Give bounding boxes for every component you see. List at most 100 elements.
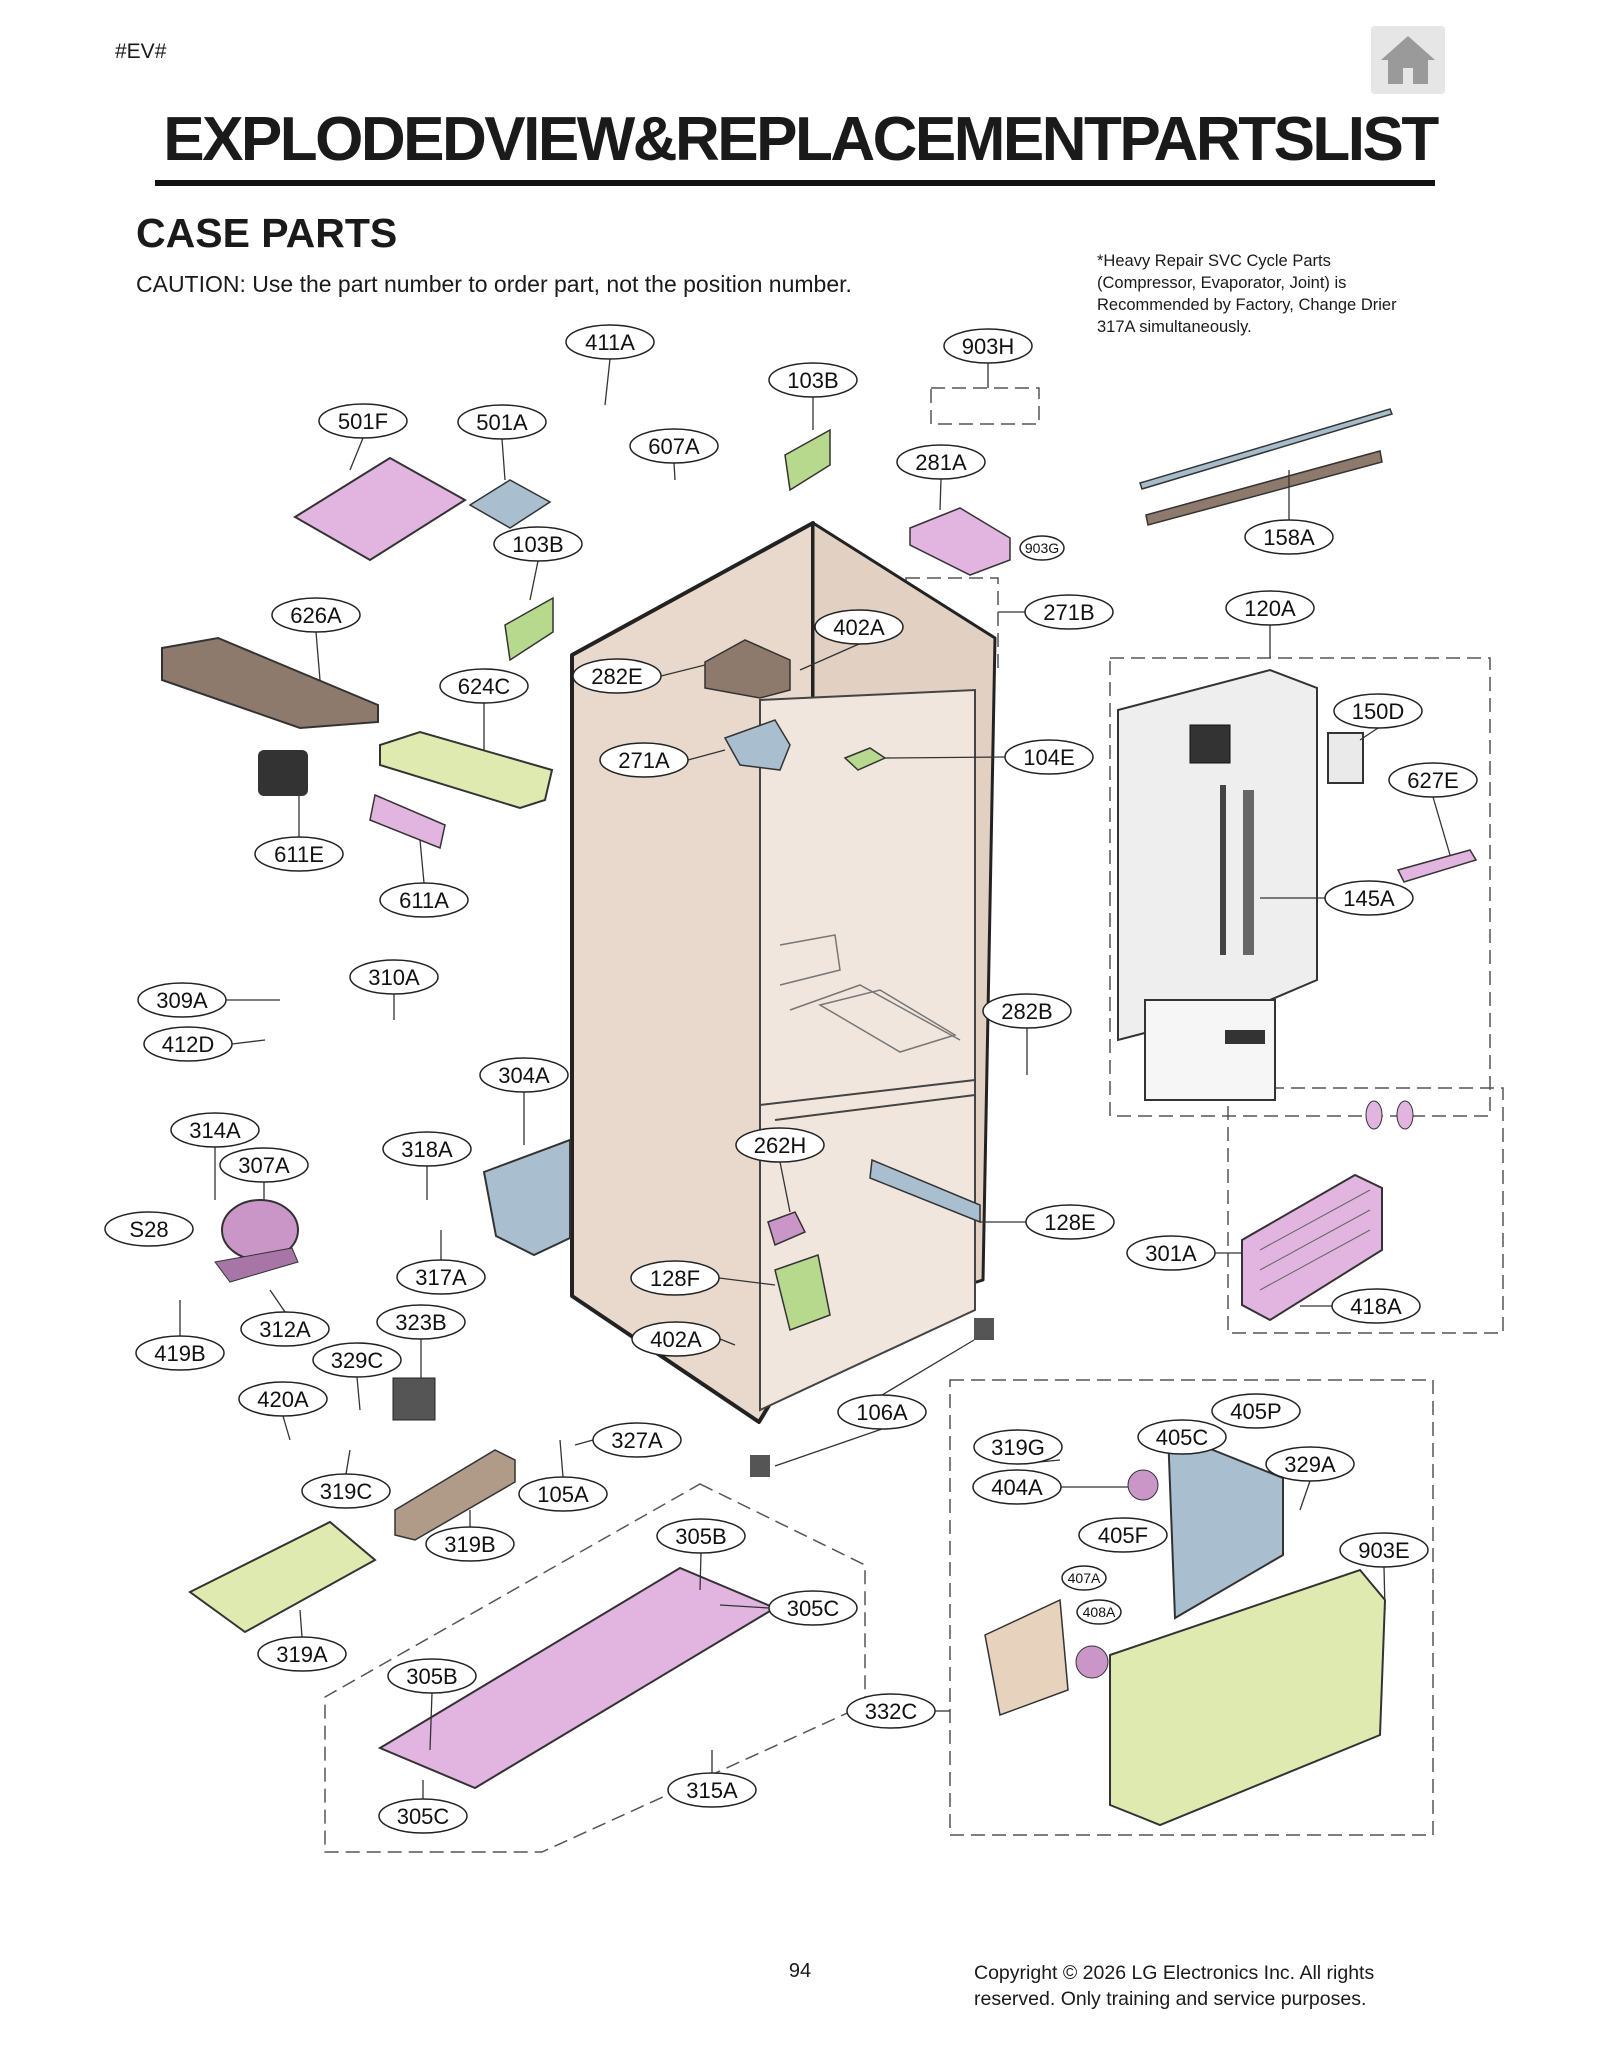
callout-label: 262H	[754, 1133, 807, 1158]
callout-label: 312A	[259, 1317, 311, 1342]
part-callout-607a: 607A	[629, 428, 719, 464]
callout-bubble	[396, 1259, 486, 1295]
title-underline	[155, 180, 1435, 186]
callout-bubble	[143, 1026, 233, 1062]
callout-label: 301A	[1145, 1241, 1197, 1266]
part-callout-307a: 307A	[219, 1147, 309, 1183]
callout-bubble	[630, 1260, 720, 1296]
part-callout-312a: 312A	[240, 1311, 330, 1347]
part-callout-281a: 281A	[896, 444, 986, 480]
callout-label: 626A	[290, 603, 342, 628]
callout-bubble	[1126, 1235, 1216, 1271]
callout-label: 315A	[686, 1778, 738, 1803]
leader-line	[419, 839, 425, 884]
callout-bubble	[896, 444, 986, 480]
callout-label: 145A	[1343, 886, 1395, 911]
callout-label: 271B	[1043, 600, 1094, 625]
leader-line	[660, 664, 706, 677]
part-callout-317a: 317A	[396, 1259, 486, 1295]
part-callout-128f: 128F	[630, 1260, 720, 1296]
callout-bubble	[599, 742, 689, 778]
document-tag: #EV#	[115, 40, 167, 63]
part-callout-611a: 611A	[379, 882, 469, 918]
part-callout-128e: 128E	[1025, 1204, 1115, 1240]
part-callout-305c: 305C	[378, 1798, 468, 1834]
part-128F-drawing	[774, 1254, 831, 1331]
callout-bubble	[1388, 762, 1478, 798]
part-callout-145a: 145A	[1324, 880, 1414, 916]
callout-label: 627E	[1407, 768, 1458, 793]
part-callout-329a: 329A	[1265, 1446, 1355, 1482]
part-callout-407a: 407A	[1061, 1565, 1107, 1591]
part-callout-309a: 309A	[137, 982, 227, 1018]
leader-line	[315, 631, 321, 681]
part-103B-drawing	[504, 428, 831, 662]
callout-bubble	[656, 1518, 746, 1554]
leader-line	[269, 1289, 286, 1313]
callout-bubble	[219, 1147, 309, 1183]
part-callout-319b: 319B	[425, 1526, 515, 1562]
leader-line	[719, 1338, 736, 1346]
part-callout-402a: 402A	[631, 1321, 721, 1357]
callout-bubble	[349, 959, 439, 995]
callout-bubble	[846, 1693, 936, 1729]
callout-label: 404A	[991, 1475, 1043, 1500]
leader-line	[884, 756, 1006, 759]
part-611E-drawing	[258, 750, 308, 796]
part-callout-903e: 903E	[1339, 1532, 1429, 1568]
part-callout-282b: 282B	[982, 993, 1072, 1029]
page-title: EXPLODEDVIEW&REPLACEMENTPARTSLIST	[163, 105, 1439, 174]
part-271A-drawing	[723, 719, 791, 771]
part-callout-310a: 310A	[349, 959, 439, 995]
part-callout-624c: 624C	[439, 668, 529, 704]
part-callout-329c: 329C	[312, 1342, 402, 1378]
part-callout-304a: 304A	[479, 1057, 569, 1093]
leader-line	[231, 1039, 266, 1045]
callout-bubble	[735, 1127, 825, 1163]
callout-bubble	[1076, 1599, 1122, 1625]
callout-label: 411A	[585, 330, 635, 355]
leader-line	[1383, 1566, 1386, 1611]
part-319B-drawing	[394, 1449, 516, 1541]
part-611A-drawing	[369, 793, 446, 850]
part-callout-903g: 903G	[1019, 535, 1065, 561]
callout-label: 128F	[650, 1266, 700, 1291]
callout-label: 611A	[399, 888, 449, 913]
part-callout-314a: 314A	[170, 1112, 260, 1148]
part-158A-drawing	[1139, 408, 1394, 526]
part-callout-s28: S28	[104, 1211, 194, 1247]
callout-label: 103B	[512, 532, 563, 557]
callout-bubble	[1339, 1532, 1429, 1568]
part-callout-408a: 408A	[1076, 1599, 1122, 1625]
leader-line	[774, 1428, 883, 1467]
callout-bubble	[312, 1342, 402, 1378]
part-callout-405f: 405F	[1078, 1517, 1168, 1553]
part-callout-319a: 319A	[257, 1636, 347, 1672]
callout-bubble	[1211, 1393, 1301, 1429]
callout-bubble	[238, 1381, 328, 1417]
part-501F-drawing	[293, 456, 467, 562]
leader-line	[604, 358, 611, 406]
part-callout-323b: 323B	[376, 1304, 466, 1340]
part-callout-103b: 103B	[768, 362, 858, 398]
part-callout-271a: 271A	[599, 742, 689, 778]
callout-bubble	[137, 982, 227, 1018]
leader-line	[529, 560, 539, 601]
callout-label: 607A	[648, 434, 700, 459]
copyright-text: Copyright © 2026 LG Electronics Inc. All…	[974, 1962, 1375, 2010]
callout-bubble	[439, 668, 529, 704]
callout-label: 420A	[257, 1387, 309, 1412]
callout-bubble	[378, 1798, 468, 1834]
callout-bubble	[667, 1772, 757, 1808]
leader-line	[429, 1692, 433, 1751]
callout-label: 307A	[238, 1153, 290, 1178]
part-501A-drawing	[468, 479, 552, 529]
part-262H-drawing	[767, 1158, 981, 1247]
callout-label: 419B	[154, 1341, 205, 1366]
part-callout-405p: 405P	[1211, 1393, 1301, 1429]
part-323B-drawing	[392, 1377, 436, 1421]
leader-lines	[179, 358, 1451, 1799]
home-button[interactable]	[1371, 26, 1445, 94]
callout-bubble	[257, 1636, 347, 1672]
